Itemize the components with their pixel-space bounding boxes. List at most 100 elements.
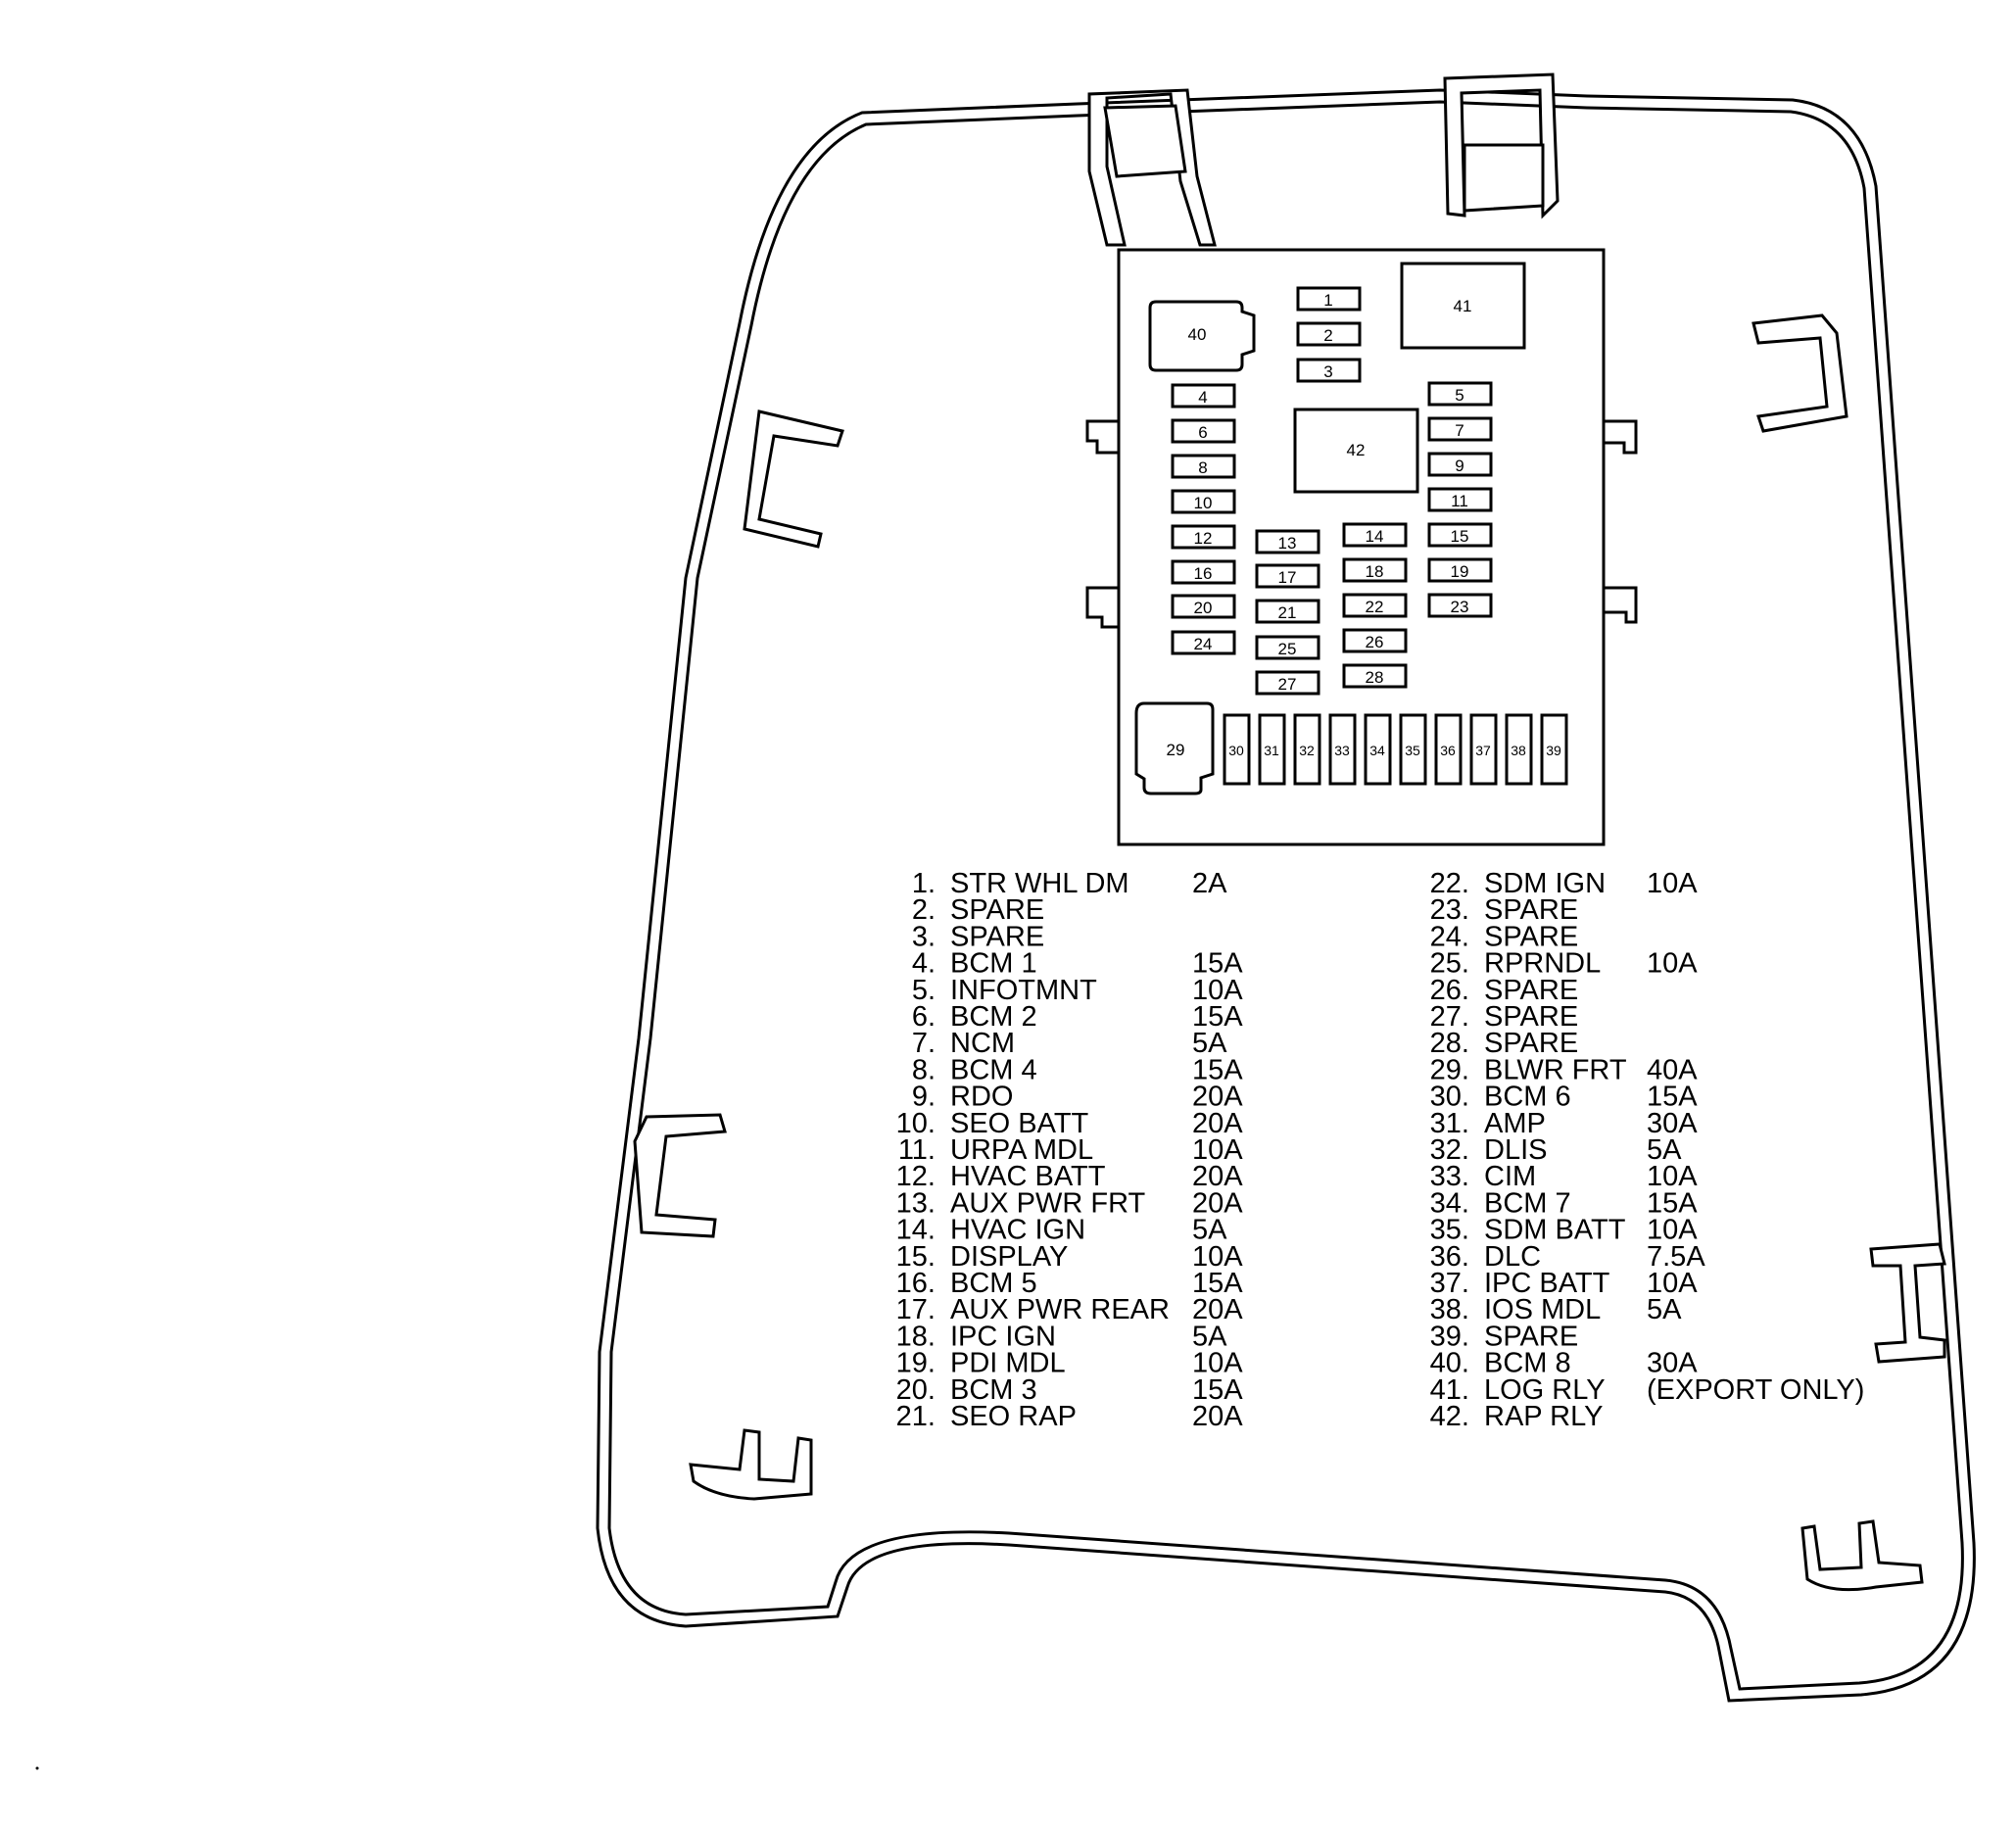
fuse-number-34: 34 (1369, 743, 1385, 758)
legend-fuse-name: SPARE (1484, 921, 1578, 952)
fuse-slots: 40 1 2 3 41 42 4 6 8 10 12 16 20 24 13 (1134, 262, 1568, 795)
legend-number: 19. (896, 1348, 936, 1379)
legend-fuse-name: RAP RLY (1484, 1401, 1603, 1432)
fuse-number-15: 15 (1451, 527, 1469, 546)
legend-number: 36. (1430, 1241, 1469, 1273)
legend-fuse-name: DISPLAY (950, 1241, 1068, 1273)
legend-number: 8. (912, 1054, 936, 1085)
fuse-slot-26 (1342, 628, 1408, 653)
fuse-number-33: 33 (1334, 743, 1350, 758)
legend-fuse-name: IPC IGN (950, 1321, 1056, 1352)
legend-fuse-rating: 7.5A (1647, 1241, 1705, 1273)
legend-row: 42.RAP RLY (1430, 1401, 1604, 1432)
fuse-slot-22 (1342, 593, 1408, 618)
legend-fuse-name: SPARE (1484, 1001, 1578, 1033)
legend-fuse-name: PDI MDL (950, 1348, 1066, 1379)
stray-dot (35, 1766, 39, 1770)
fuse-number-25: 25 (1278, 640, 1297, 658)
legend-fuse-rating: 30A (1647, 1108, 1698, 1139)
legend-row: 28.SPARE (1430, 1028, 1579, 1059)
legend-fuse-rating: 10A (1647, 1215, 1698, 1246)
legend-number: 10. (896, 1108, 936, 1139)
legend-number: 33. (1430, 1161, 1469, 1192)
legend-fuse-name: SPARE (950, 921, 1044, 952)
legend-fuse-rating: 10A (1647, 868, 1698, 899)
legend-fuse-rating: 5A (1647, 1294, 1682, 1325)
legend-fuse-rating: 15A (1192, 948, 1243, 980)
fuse-slot-18 (1342, 557, 1408, 583)
legend-fuse-rating: 5A (1192, 1215, 1227, 1246)
legend-number: 17. (896, 1294, 936, 1325)
legend-number: 32. (1430, 1134, 1469, 1166)
fuse-number-22: 22 (1366, 598, 1384, 616)
fuse-number-41: 41 (1454, 297, 1472, 315)
clip-top-left-face (1103, 104, 1187, 178)
legend-fuse-name: SPARE (1484, 894, 1578, 926)
fuse-slot-25 (1255, 635, 1320, 660)
cover-outline (596, 88, 1976, 1703)
fuse-slot-32 (1293, 713, 1321, 786)
legend-row: 27. SPARE (1430, 1001, 1579, 1033)
legend-fuse-rating: 15A (1647, 1082, 1698, 1113)
legend-fuse-name: AUX PWR FRT (950, 1187, 1146, 1219)
legend-fuse-rating: 5A (1647, 1134, 1682, 1166)
legend-fuse-name: LOG RLY (1484, 1374, 1606, 1406)
fuse-slot-14 (1342, 522, 1408, 548)
legend-fuse-name: SEO RAP (950, 1401, 1077, 1432)
legend-number: 11. (898, 1134, 936, 1166)
fuse-slot-17 (1255, 563, 1320, 589)
fuse-slot-9 (1427, 452, 1493, 477)
legend-fuse-name: BCM 2 (950, 1001, 1037, 1033)
relay-41 (1400, 262, 1526, 350)
fuse-number-7: 7 (1455, 421, 1464, 440)
legend-fuse-name: SDM IGN (1484, 868, 1606, 899)
fuse-number-40: 40 (1188, 325, 1207, 344)
legend-number: 3. (912, 921, 936, 952)
legend-fuse-rating: 20A (1192, 1161, 1243, 1192)
clip-left-upper (743, 409, 844, 549)
fuse-number-37: 37 (1475, 743, 1491, 758)
legend-fuse-name: NCM (950, 1028, 1015, 1059)
fuse-slot-37 (1469, 713, 1498, 786)
legend-number: 27. (1430, 1001, 1469, 1033)
fuse-slot-20 (1171, 594, 1236, 619)
legend-number: 9. (912, 1082, 936, 1113)
legend-number: 21. (896, 1401, 936, 1432)
legend-fuse-name: BLWR FRT (1484, 1054, 1627, 1085)
legend-number: 31. (1430, 1108, 1469, 1139)
fuse-slot-8 (1171, 454, 1236, 479)
legend-row: 26.SPARE (1430, 975, 1579, 1006)
legend-fuse-name: IOS MDL (1484, 1294, 1601, 1325)
fuse-slot-31 (1258, 713, 1286, 786)
fuse-number-32: 32 (1299, 743, 1315, 758)
legend-fuse-name: BCM 8 (1484, 1348, 1571, 1379)
legend-row: 39.SPARE (1430, 1321, 1579, 1352)
fuse-slot-24 (1171, 630, 1236, 655)
legend-number: 16. (896, 1268, 936, 1299)
relay-40 (1148, 300, 1256, 372)
legend-fuse-name: URPA MDL (950, 1134, 1093, 1166)
legend-number: 15. (896, 1241, 936, 1273)
fuse-slot-15 (1427, 522, 1493, 548)
fuse-slot-33 (1328, 713, 1357, 786)
cover-outline-outer (596, 88, 1976, 1703)
fuse-slot-11 (1427, 487, 1493, 512)
fuse-slot-2 (1296, 321, 1362, 347)
fuse-number-9: 9 (1455, 457, 1464, 475)
legend-number: 4. (912, 948, 936, 980)
clip-bottom-left (689, 1428, 813, 1501)
fuse-number-14: 14 (1366, 527, 1384, 546)
fuse-number-12: 12 (1194, 529, 1213, 548)
fuse-slot-23 (1427, 593, 1493, 618)
